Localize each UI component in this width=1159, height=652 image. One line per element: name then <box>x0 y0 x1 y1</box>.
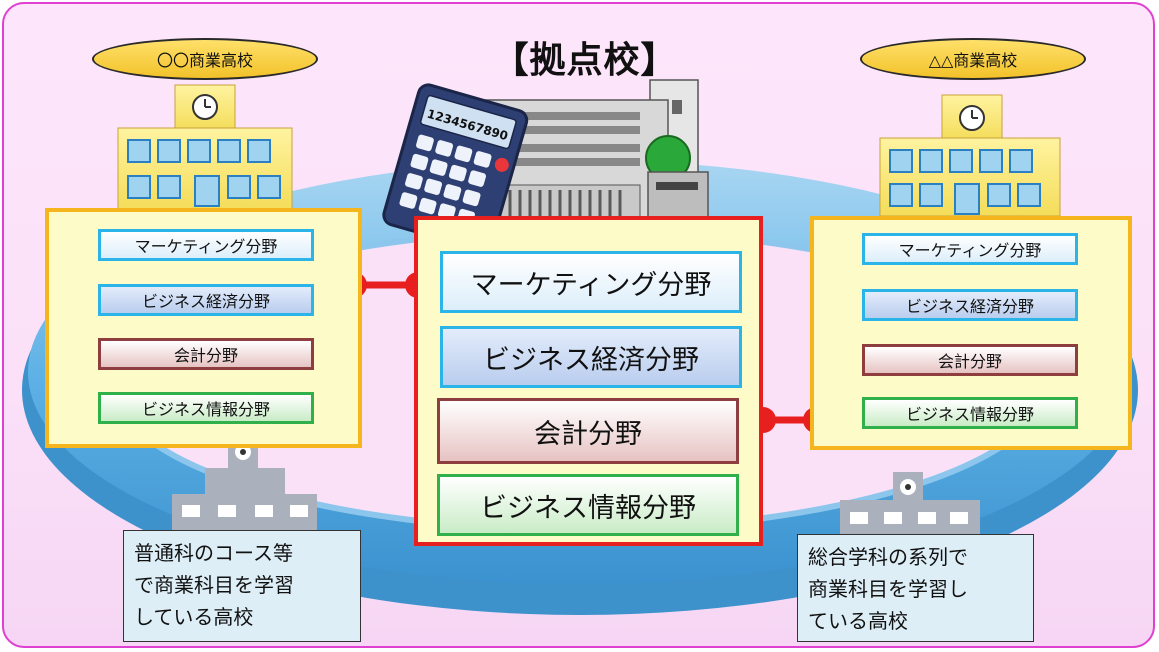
right-note-line: ている高校 <box>808 609 908 633</box>
right-field-accounting: 会計分野 <box>862 344 1078 376</box>
left-school-name: 〇〇商業高校 <box>92 38 318 80</box>
left-note-line: している高校 <box>134 605 254 629</box>
right-note-line: 総合学科の系列で <box>808 545 968 569</box>
left-field-accounting: 会計分野 <box>98 338 314 370</box>
right-note: 総合学科の系列で 商業科目を学習し ている高校 <box>797 534 1034 642</box>
center-field-business-info: ビジネス情報分野 <box>437 474 739 536</box>
left-field-business-economics: ビジネス経済分野 <box>98 284 314 316</box>
right-field-business-info: ビジネス情報分野 <box>862 397 1078 429</box>
left-note-line: で商業科目を学習 <box>134 573 294 597</box>
right-school-name: △△商業高校 <box>860 38 1086 80</box>
left-note-line: 普通科のコース等 <box>134 541 293 565</box>
center-field-business-economics: ビジネス経済分野 <box>440 326 742 388</box>
right-field-marketing: マーケティング分野 <box>862 233 1078 265</box>
center-field-accounting: 会計分野 <box>437 398 739 464</box>
left-note: 普通科のコース等 で商業科目を学習 している高校 <box>123 530 361 642</box>
diagram-title: 【拠点校】 <box>492 40 678 81</box>
right-field-business-economics: ビジネス経済分野 <box>862 289 1078 321</box>
left-field-business-info: ビジネス情報分野 <box>98 392 314 424</box>
center-field-marketing: マーケティング分野 <box>440 251 742 313</box>
left-field-marketing: マーケティング分野 <box>98 229 314 261</box>
left-building-icon <box>117 84 293 211</box>
right-note-line: 商業科目を学習し <box>808 577 968 601</box>
right-building-icon <box>879 94 1061 217</box>
